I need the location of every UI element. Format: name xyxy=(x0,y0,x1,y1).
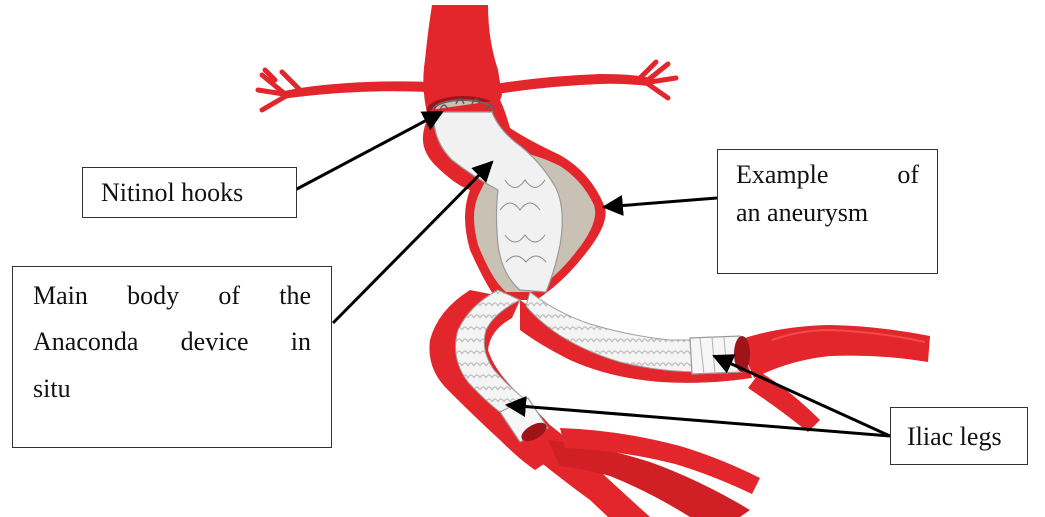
iliac-legs-label: Iliac legs xyxy=(890,407,1028,465)
right-renal-artery xyxy=(495,74,650,94)
iliac-legs-text: Iliac legs xyxy=(907,418,1011,456)
left-renal-artery xyxy=(280,81,430,99)
main-body-text-line3: situ xyxy=(33,370,311,408)
right-external-iliac xyxy=(738,325,930,378)
arrow-aneurysm xyxy=(604,198,717,207)
aneurysm-text-line2: an aneurysm xyxy=(736,194,919,232)
main-body-text-line1: Main body of the xyxy=(33,277,311,315)
arrow-nitinol-hooks xyxy=(295,112,442,190)
main-body-label: Main body of the Anaconda device in situ xyxy=(12,266,332,448)
aneurysm-label: Example of an aneurysm xyxy=(717,149,938,274)
nitinol-hooks-text: Nitinol hooks xyxy=(101,174,278,212)
aneurysm-text-line1: Example of xyxy=(736,156,919,194)
main-body-text-line2: Anaconda device in xyxy=(33,323,311,361)
nitinol-hooks-label: Nitinol hooks xyxy=(82,167,297,218)
